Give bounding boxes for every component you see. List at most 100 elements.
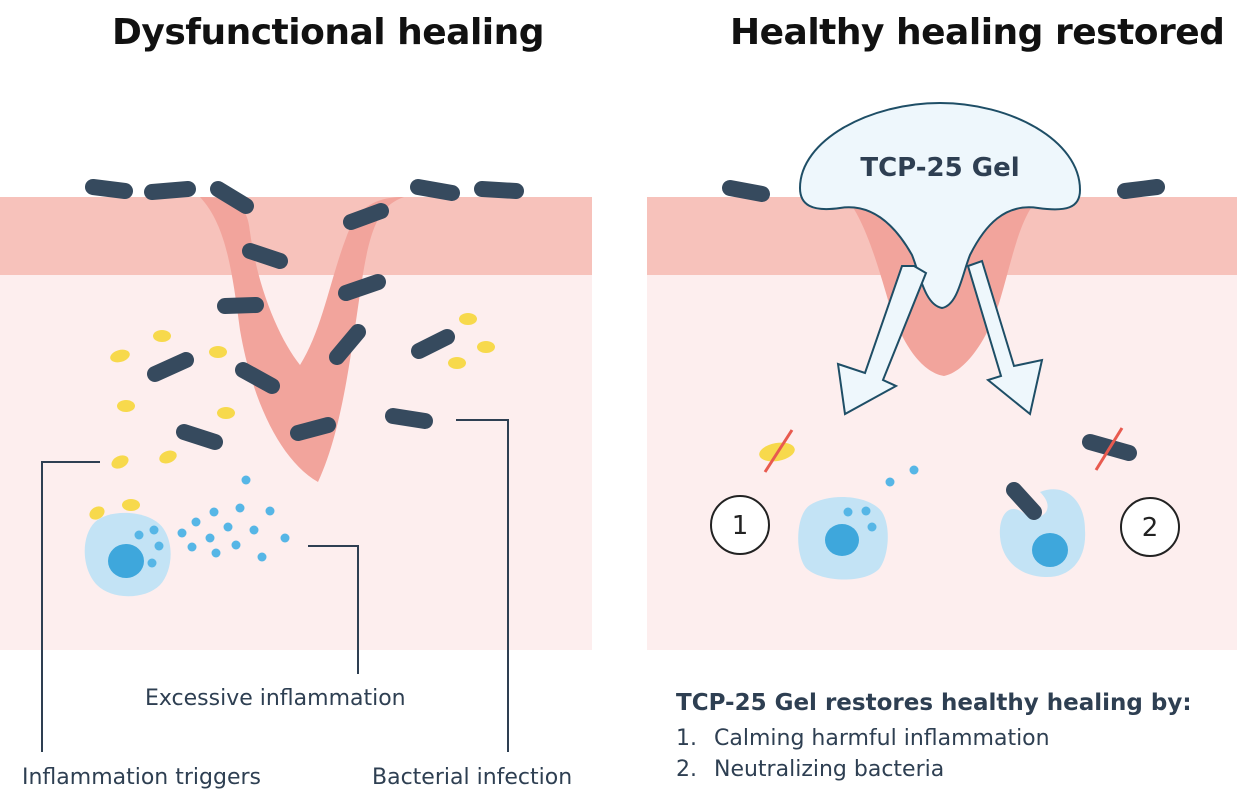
cytokine-dot bbox=[191, 517, 201, 527]
label-inflammation-triggers: Inflammation triggers bbox=[22, 765, 262, 790]
bacterium bbox=[290, 417, 336, 441]
left-epidermis bbox=[0, 197, 592, 275]
gel-label: TCP-25 Gel bbox=[860, 153, 1019, 183]
strike-through bbox=[1094, 427, 1124, 471]
trigger-particle bbox=[89, 506, 105, 520]
trigger-particle bbox=[217, 407, 235, 419]
left-inflammation-triggers bbox=[89, 313, 495, 520]
cytokine-dot bbox=[280, 533, 290, 543]
cytokine-dot bbox=[265, 506, 275, 516]
cytokine-dot bbox=[134, 530, 144, 540]
cytokine-dot bbox=[257, 552, 267, 562]
left-immune-cell bbox=[84, 512, 171, 597]
trigger-particle bbox=[111, 455, 129, 469]
cytokine-dot bbox=[909, 465, 919, 475]
left-bacteria bbox=[85, 179, 524, 450]
gel-blob bbox=[798, 101, 1082, 310]
neutralized-bacterium bbox=[1082, 427, 1137, 471]
cytokine-dot bbox=[235, 503, 245, 513]
cytokine-dot bbox=[885, 477, 895, 487]
right-bacteria bbox=[722, 179, 1165, 202]
left-leader-lines bbox=[41, 419, 509, 752]
bacterium bbox=[210, 181, 254, 214]
marker-circle bbox=[1120, 497, 1180, 557]
right-phagocyte bbox=[999, 482, 1086, 578]
cytokine-dot bbox=[205, 533, 215, 543]
bacterium bbox=[147, 352, 194, 382]
summary-item: 2. Neutralizing bacteria bbox=[676, 757, 1192, 782]
summary-item-number: 2. bbox=[676, 757, 697, 782]
bacterium bbox=[385, 408, 433, 429]
cytokine-dot bbox=[154, 541, 164, 551]
trigger-particle bbox=[117, 400, 135, 412]
summary-item-text: Calming harmful inflammation bbox=[714, 726, 1050, 751]
right-calm-immune-cell bbox=[798, 465, 919, 580]
cytokine-dot bbox=[843, 507, 853, 517]
tcp25-gel: TCP-25 Gel bbox=[798, 101, 1082, 310]
trigger-particle bbox=[209, 346, 227, 358]
marker-1: 1 bbox=[710, 495, 770, 555]
label-bacterial-infection: Bacterial infection bbox=[372, 765, 573, 790]
cytokine-dot bbox=[149, 525, 159, 535]
bacterium bbox=[1006, 482, 1042, 520]
bacterium bbox=[722, 180, 770, 202]
bacterium bbox=[329, 324, 366, 365]
title-healthy-healing-restored: Healthy healing restored bbox=[730, 12, 1225, 53]
bacterium bbox=[410, 179, 460, 201]
arrow-left-icon bbox=[836, 265, 928, 416]
bacterium bbox=[338, 274, 386, 301]
cytokine-dot bbox=[209, 507, 219, 517]
cytokine-dot bbox=[211, 548, 221, 558]
leader-line-inflammation-triggers bbox=[41, 461, 100, 752]
gel-arrows bbox=[836, 259, 1044, 416]
cytokine-dot bbox=[867, 522, 877, 532]
cytokine-dot bbox=[187, 542, 197, 552]
marker-2-label: 2 bbox=[1142, 513, 1159, 543]
bacterium bbox=[176, 424, 223, 450]
bacterium bbox=[144, 181, 196, 200]
trigger-particle bbox=[122, 499, 140, 511]
cytokine-dot bbox=[223, 522, 233, 532]
summary-item-number: 1. bbox=[676, 726, 697, 751]
strike-through bbox=[763, 429, 794, 473]
cytokine-dot bbox=[249, 525, 259, 535]
bacterium bbox=[85, 179, 133, 199]
title-dysfunctional-healing: Dysfunctional healing bbox=[112, 12, 545, 53]
leader-line-excessive-inflammation bbox=[308, 545, 359, 674]
neutralized-trigger bbox=[759, 429, 795, 473]
bacterium bbox=[474, 181, 524, 199]
marker-circle bbox=[710, 495, 770, 555]
summary-item: 1. Calming harmful inflammation bbox=[676, 726, 1192, 751]
left-skin-panel bbox=[0, 196, 592, 650]
summary-box: TCP-25 Gel restores healthy healing by: … bbox=[676, 690, 1192, 788]
bacterium bbox=[1117, 179, 1165, 199]
summary-item-text: Neutralizing bacteria bbox=[714, 757, 945, 782]
bacterium bbox=[217, 297, 264, 314]
label-excessive-inflammation: Excessive inflammation bbox=[145, 686, 406, 711]
trigger-particle bbox=[477, 341, 495, 353]
cytokine-dot bbox=[241, 475, 251, 485]
left-wound bbox=[200, 196, 404, 482]
arrow-right-icon bbox=[966, 259, 1044, 416]
trigger-particle bbox=[459, 313, 477, 325]
cytokine-dot bbox=[861, 506, 871, 516]
bacterium bbox=[343, 203, 389, 230]
cell-nucleus bbox=[825, 524, 859, 556]
trigger-particle bbox=[110, 349, 130, 363]
cytokine-dot bbox=[147, 558, 157, 568]
cytokine-dot bbox=[177, 528, 187, 538]
left-cytokines bbox=[177, 475, 290, 562]
cell-nucleus bbox=[1032, 533, 1068, 567]
bacterium bbox=[411, 329, 455, 359]
marker-2: 2 bbox=[1120, 497, 1180, 557]
summary-title: TCP-25 Gel restores healthy healing by: bbox=[676, 690, 1192, 716]
bacterium bbox=[235, 362, 280, 394]
cell-nucleus bbox=[108, 544, 144, 578]
trigger-particle bbox=[153, 330, 171, 342]
trigger-particle bbox=[448, 357, 466, 369]
trigger-particle bbox=[159, 450, 177, 464]
bacterium bbox=[242, 243, 288, 269]
leader-line-bacterial-infection bbox=[456, 419, 509, 752]
cytokine-dot bbox=[231, 540, 241, 550]
